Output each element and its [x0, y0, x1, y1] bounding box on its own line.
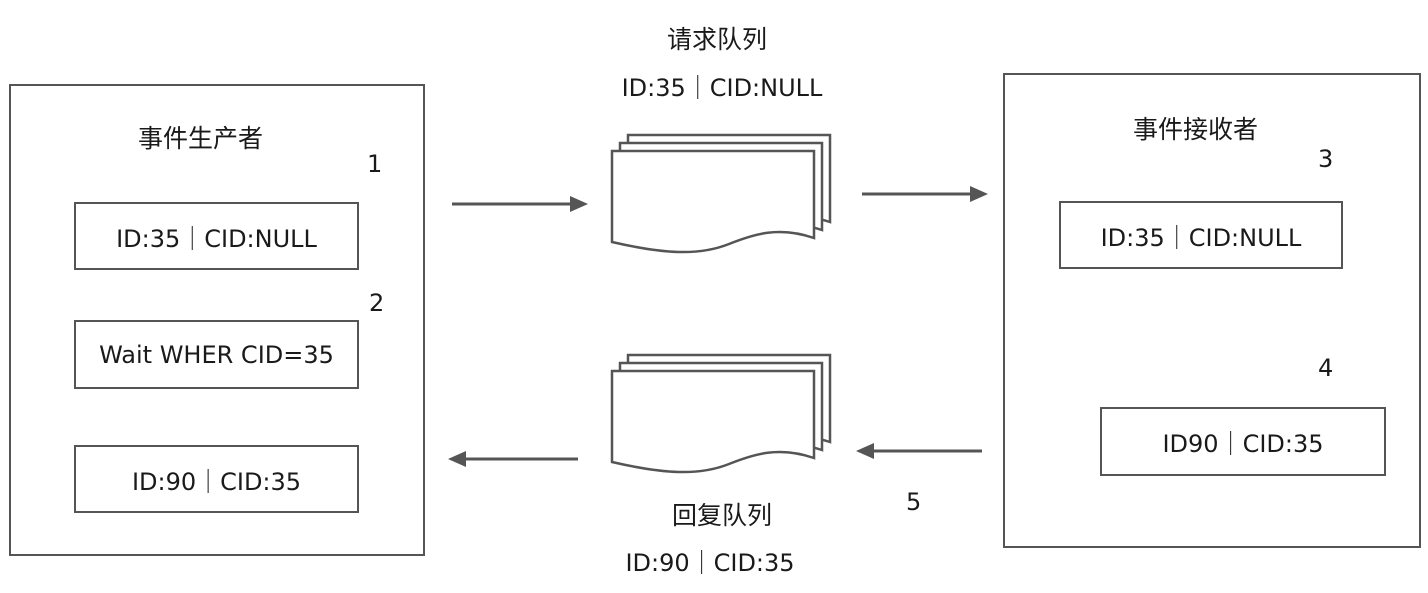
consumer-request-message: ID:35｜CID:NULL: [1059, 201, 1343, 269]
producer-wait-message: Wait WHER CID=35: [74, 320, 359, 389]
step-4-label: 4: [1318, 354, 1334, 382]
producer-title: 事件生产者: [138, 124, 264, 153]
arrow-request-queue-to-consumer: [862, 186, 988, 202]
consumer-reply-message: ID90｜CID:35: [1100, 407, 1386, 476]
step-3-label: 3: [1318, 145, 1334, 173]
request-queue-message: ID:35｜CID:NULL: [621, 74, 823, 102]
reply-queue-title: 回复队列: [671, 501, 772, 530]
producer-reply-message: ID:90｜CID:35: [74, 445, 359, 513]
consumer-title: 事件接收者: [1133, 115, 1259, 144]
producer-request-message: ID:35｜CID:NULL: [74, 202, 359, 270]
reply-queue-icon: [610, 353, 832, 474]
arrow-consumer-to-reply-queue: [856, 443, 982, 459]
step-1-label: 1: [367, 150, 383, 178]
arrow-reply-queue-to-producer: [448, 451, 578, 467]
request-queue-title: 请求队列: [666, 25, 767, 54]
step-5-label: 5: [906, 488, 922, 516]
request-queue-icon: [610, 133, 832, 254]
arrow-producer-to-request-queue: [452, 196, 588, 212]
step-2-label: 2: [369, 289, 385, 317]
reply-queue-message: ID:90｜CID:35: [625, 549, 795, 577]
